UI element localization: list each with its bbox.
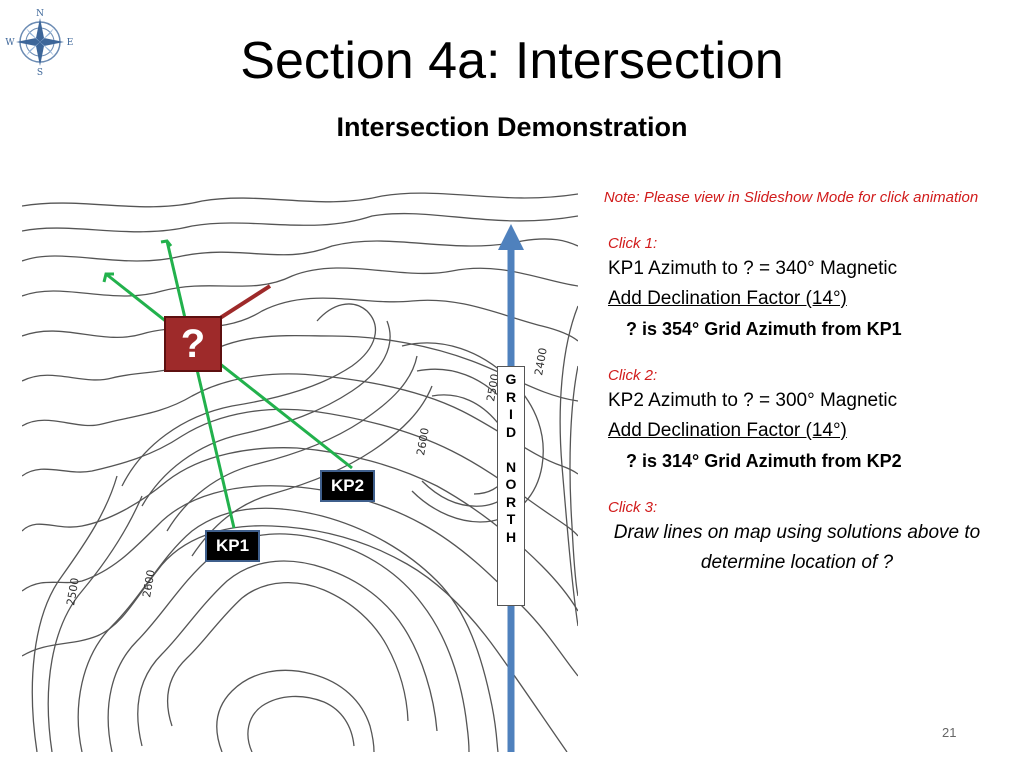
- kp1-sight-line: [165, 240, 236, 529]
- click-3-label: Click 3:: [608, 499, 658, 516]
- compass-s-label: S: [37, 68, 43, 76]
- contour-label-2600-left: 2600: [140, 569, 158, 599]
- grid-north-letter: O: [505, 476, 517, 492]
- contour-label-2500-left: 2500: [64, 577, 82, 607]
- page-number: 21: [942, 725, 957, 740]
- grid-north-letter: R: [505, 388, 517, 405]
- contour-label-2600-right: 2600: [414, 427, 432, 457]
- click-1-label: Click 1:: [608, 235, 658, 252]
- compass-e-label: E: [67, 38, 74, 48]
- grid-north-letter: N: [505, 458, 517, 475]
- grid-north-letter: G: [505, 371, 517, 387]
- kp1-arrowhead: [160, 239, 173, 247]
- grid-north-letter: T: [506, 511, 516, 527]
- grid-north-letter: H: [505, 528, 517, 545]
- unknown-location-marker: ?: [164, 316, 222, 372]
- slide-subtitle: Intersection Demonstration: [336, 112, 688, 142]
- slideshow-note: Note: Please view in Slideshow Mode for …: [603, 189, 979, 206]
- contour-map: 2400 2500 2500 2600 2600 2500: [22, 186, 578, 752]
- click-2-label: Click 2:: [608, 367, 658, 384]
- kp1-label: KP1: [205, 530, 261, 562]
- compass-n-label: N: [36, 9, 44, 19]
- grid-north-label: G R I D N O R T H: [497, 366, 525, 606]
- kp2-azimuth-text: KP2 Azimuth to ? = 300° Magnetic: [608, 390, 898, 411]
- kp2-arrowhead: [102, 272, 114, 283]
- click-3-instruction: Draw lines on map using solutions above …: [613, 522, 981, 573]
- grid-north-letter: I: [509, 406, 513, 422]
- compass-rose-icon: N S E W: [5, 9, 74, 76]
- kp2-result-text: ? is 314° Grid Azimuth from KP2: [626, 451, 902, 471]
- contour-label-2400: 2400: [532, 347, 550, 377]
- grid-north-letter: D: [505, 423, 517, 440]
- kp1-azimuth-text: KP1 Azimuth to ? = 340° Magnetic: [608, 258, 898, 279]
- grid-north-letter: R: [505, 493, 517, 510]
- slide-title: Section 4a: Intersection: [240, 32, 784, 90]
- grid-north-letter: [498, 441, 524, 459]
- kp2-declination-text: Add Declination Factor (14°): [608, 420, 847, 441]
- kp2-sight-line: [105, 272, 353, 470]
- instructions-panel: Note: Please view in Slideshow Mode for …: [596, 186, 986, 578]
- compass-w-label: W: [5, 38, 15, 48]
- topographic-map: 2400 2500 2500 2600 2600 2500 ? KP2 KP1 …: [22, 186, 578, 752]
- kp1-declination-text: Add Declination Factor (14°): [608, 288, 847, 309]
- kp1-result-text: ? is 354° Grid Azimuth from KP1: [626, 319, 902, 339]
- kp2-label: KP2: [320, 470, 376, 502]
- sight-lines: [102, 239, 353, 529]
